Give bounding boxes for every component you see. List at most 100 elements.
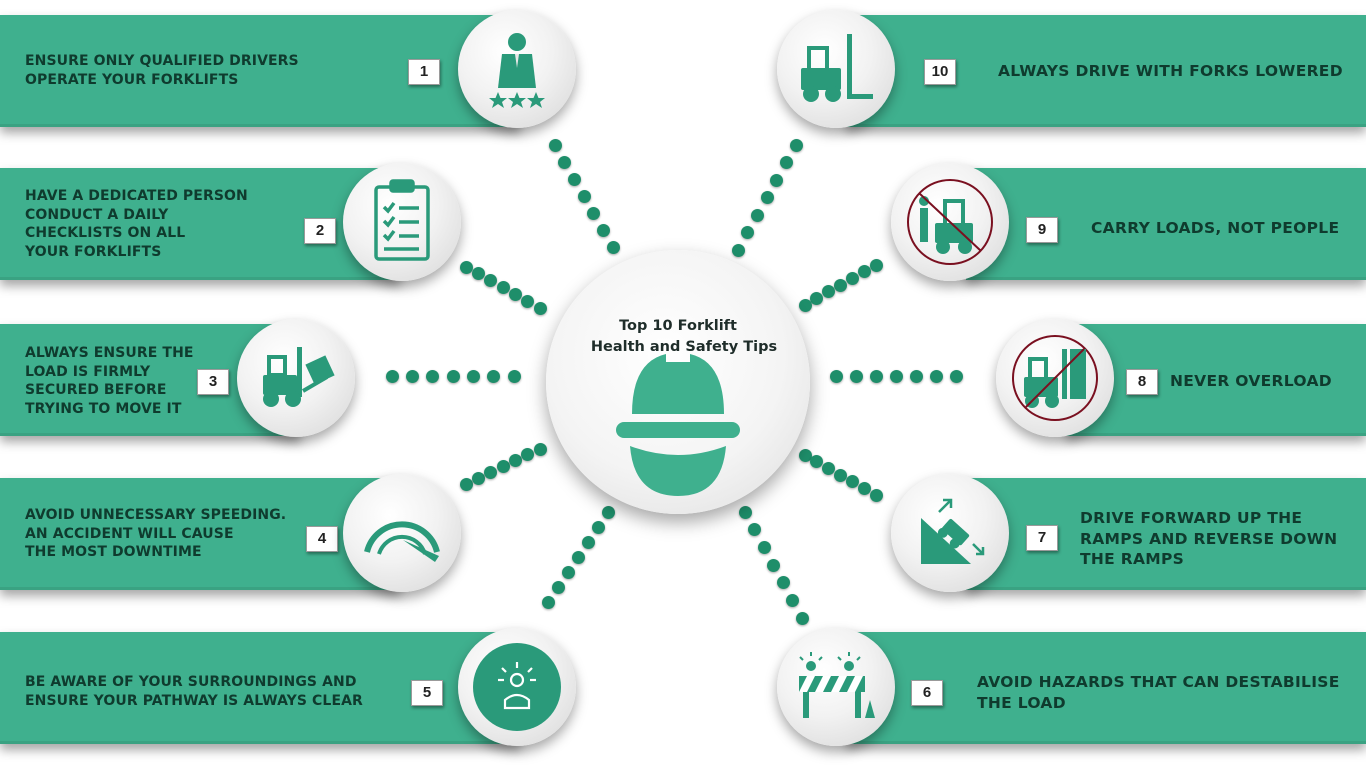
ramp-forklift-icon — [891, 474, 1009, 592]
connector-dot — [521, 448, 535, 462]
tip-6-number: 6 — [911, 680, 943, 706]
connector-dot — [822, 461, 836, 475]
connector-dot — [551, 580, 565, 594]
tip-1-number: 1 — [408, 59, 440, 85]
center-hub: Top 10 Forklift Health and Safety Tips — [546, 250, 810, 514]
connector-dot — [834, 468, 847, 482]
connector-dot — [466, 369, 480, 383]
connector-dot — [789, 138, 803, 152]
tip-5-band: BE AWARE OF YOUR SURROUNDINGS AND ENSURE… — [0, 632, 520, 744]
connector-dot — [596, 223, 610, 237]
tip-2-text: HAVE A DEDICATED PERSON CONDUCT A DAILY … — [25, 188, 248, 260]
connector-dot — [929, 369, 943, 383]
tip-7-band: 7 DRIVE FORWARD UP THE RAMPS AND REVERSE… — [966, 478, 1366, 590]
tip-1-band: ENSURE ONLY QUALIFIED DRIVERS OPERATE YO… — [0, 15, 520, 127]
hard-hat-icon — [616, 354, 740, 496]
connector-dot — [738, 505, 752, 519]
connector-dot — [786, 593, 799, 607]
connector-dot — [741, 226, 755, 239]
connector-dot — [869, 258, 883, 272]
connector-dot — [798, 298, 812, 312]
connector-dot — [587, 206, 601, 220]
tip-6-text: AVOID HAZARDS THAT CAN DESTABILISE THE L… — [977, 673, 1340, 712]
connector-dot — [558, 155, 572, 169]
connector-dot — [496, 460, 510, 473]
tip-9-band: 9 CARRY LOADS, NOT PEOPLE — [966, 168, 1366, 280]
tip-7-text: DRIVE FORWARD UP THE RAMPS AND REVERSE D… — [1080, 509, 1338, 568]
tip-1-text: ENSURE ONLY QUALIFIED DRIVERS OPERATE YO… — [25, 53, 299, 88]
connector-dot — [548, 138, 562, 152]
tip-4-text: AVOID UNNECESSARY SPEEDING. AN ACCIDENT … — [25, 507, 287, 560]
connector-dot — [591, 520, 605, 534]
connector-dot — [561, 565, 575, 579]
connector-dot — [459, 260, 473, 274]
qualified-driver-icon — [458, 10, 576, 128]
connector-dot — [484, 465, 498, 479]
connector-dot — [857, 481, 871, 495]
connector-dot — [869, 488, 883, 502]
tip-8-band: 8 NEVER OVERLOAD — [1066, 324, 1366, 436]
speedometer-icon — [343, 474, 461, 592]
connector-dot — [484, 274, 498, 288]
connector-dot — [496, 281, 510, 294]
tip-2-band: HAVE A DEDICATED PERSON CONDUCT A DAILY … — [0, 168, 400, 280]
connector-dot — [949, 369, 963, 383]
connector-dot — [795, 611, 809, 625]
connector-dot — [757, 540, 771, 554]
connector-dot — [857, 265, 871, 279]
infographic-subtitle: Health and Safety Tips — [590, 339, 778, 355]
connector-dot — [385, 369, 399, 383]
road-barrier-icon — [777, 628, 895, 746]
connector-dot — [776, 576, 790, 590]
connector-dot — [767, 558, 780, 572]
connector-dot — [810, 455, 824, 469]
connector-dot — [581, 535, 595, 549]
connector-dot — [770, 173, 784, 187]
forks-lowered-icon — [777, 10, 895, 128]
connector-dot — [869, 369, 883, 383]
tip-6-band: 6 AVOID HAZARDS THAT CAN DESTABILISE THE… — [846, 632, 1366, 744]
connector-dot — [571, 550, 585, 564]
tip-8-number: 8 — [1126, 369, 1158, 395]
connector-dot — [606, 240, 620, 254]
infographic-title: Top 10 Forklift — [619, 318, 737, 334]
connector-dot — [779, 156, 793, 169]
tip-10-number: 10 — [924, 59, 956, 85]
connector-dot — [909, 369, 923, 383]
connector-dot — [748, 523, 761, 537]
tip-2-number: 2 — [304, 218, 336, 244]
connector-dot — [426, 369, 440, 383]
connector-dot — [533, 442, 547, 456]
tip-10-band: 10 ALWAYS DRIVE WITH FORKS LOWERED — [846, 15, 1366, 127]
awareness-person-icon — [458, 628, 576, 746]
tip-5-text: BE AWARE OF YOUR SURROUNDINGS AND ENSURE… — [25, 674, 363, 709]
connector-dot — [822, 285, 836, 299]
connector-dot — [601, 505, 615, 519]
connector-dot — [731, 243, 745, 257]
connector-dot — [829, 369, 843, 383]
connector-dot — [889, 369, 903, 383]
connector-dot — [459, 477, 473, 491]
connector-dot — [810, 291, 824, 305]
tip-9-number: 9 — [1026, 217, 1058, 243]
connector-dot — [845, 475, 859, 489]
clipboard-checklist-icon — [343, 163, 461, 281]
connector-dot — [849, 369, 863, 383]
tip-4-band: AVOID UNNECESSARY SPEEDING. AN ACCIDENT … — [0, 478, 400, 590]
connector-dot — [541, 595, 555, 609]
tip-8-text: NEVER OVERLOAD — [1170, 372, 1332, 390]
connector-dot — [521, 294, 535, 308]
connector-dot — [567, 172, 581, 186]
connector-dot — [533, 301, 547, 315]
connector-dot — [508, 287, 522, 301]
tip-3-number: 3 — [197, 369, 229, 395]
connector-dot — [760, 191, 774, 204]
connector-dot — [446, 369, 460, 383]
tip-7-number: 7 — [1026, 525, 1058, 551]
connector-dot — [471, 267, 485, 281]
no-overload-icon — [996, 319, 1114, 437]
connector-dot — [834, 278, 847, 292]
no-passenger-icon — [891, 163, 1009, 281]
tip-3-text: ALWAYS ENSURE THE LOAD IS FIRMLY SECURED… — [25, 345, 194, 417]
connector-dot — [471, 471, 485, 485]
